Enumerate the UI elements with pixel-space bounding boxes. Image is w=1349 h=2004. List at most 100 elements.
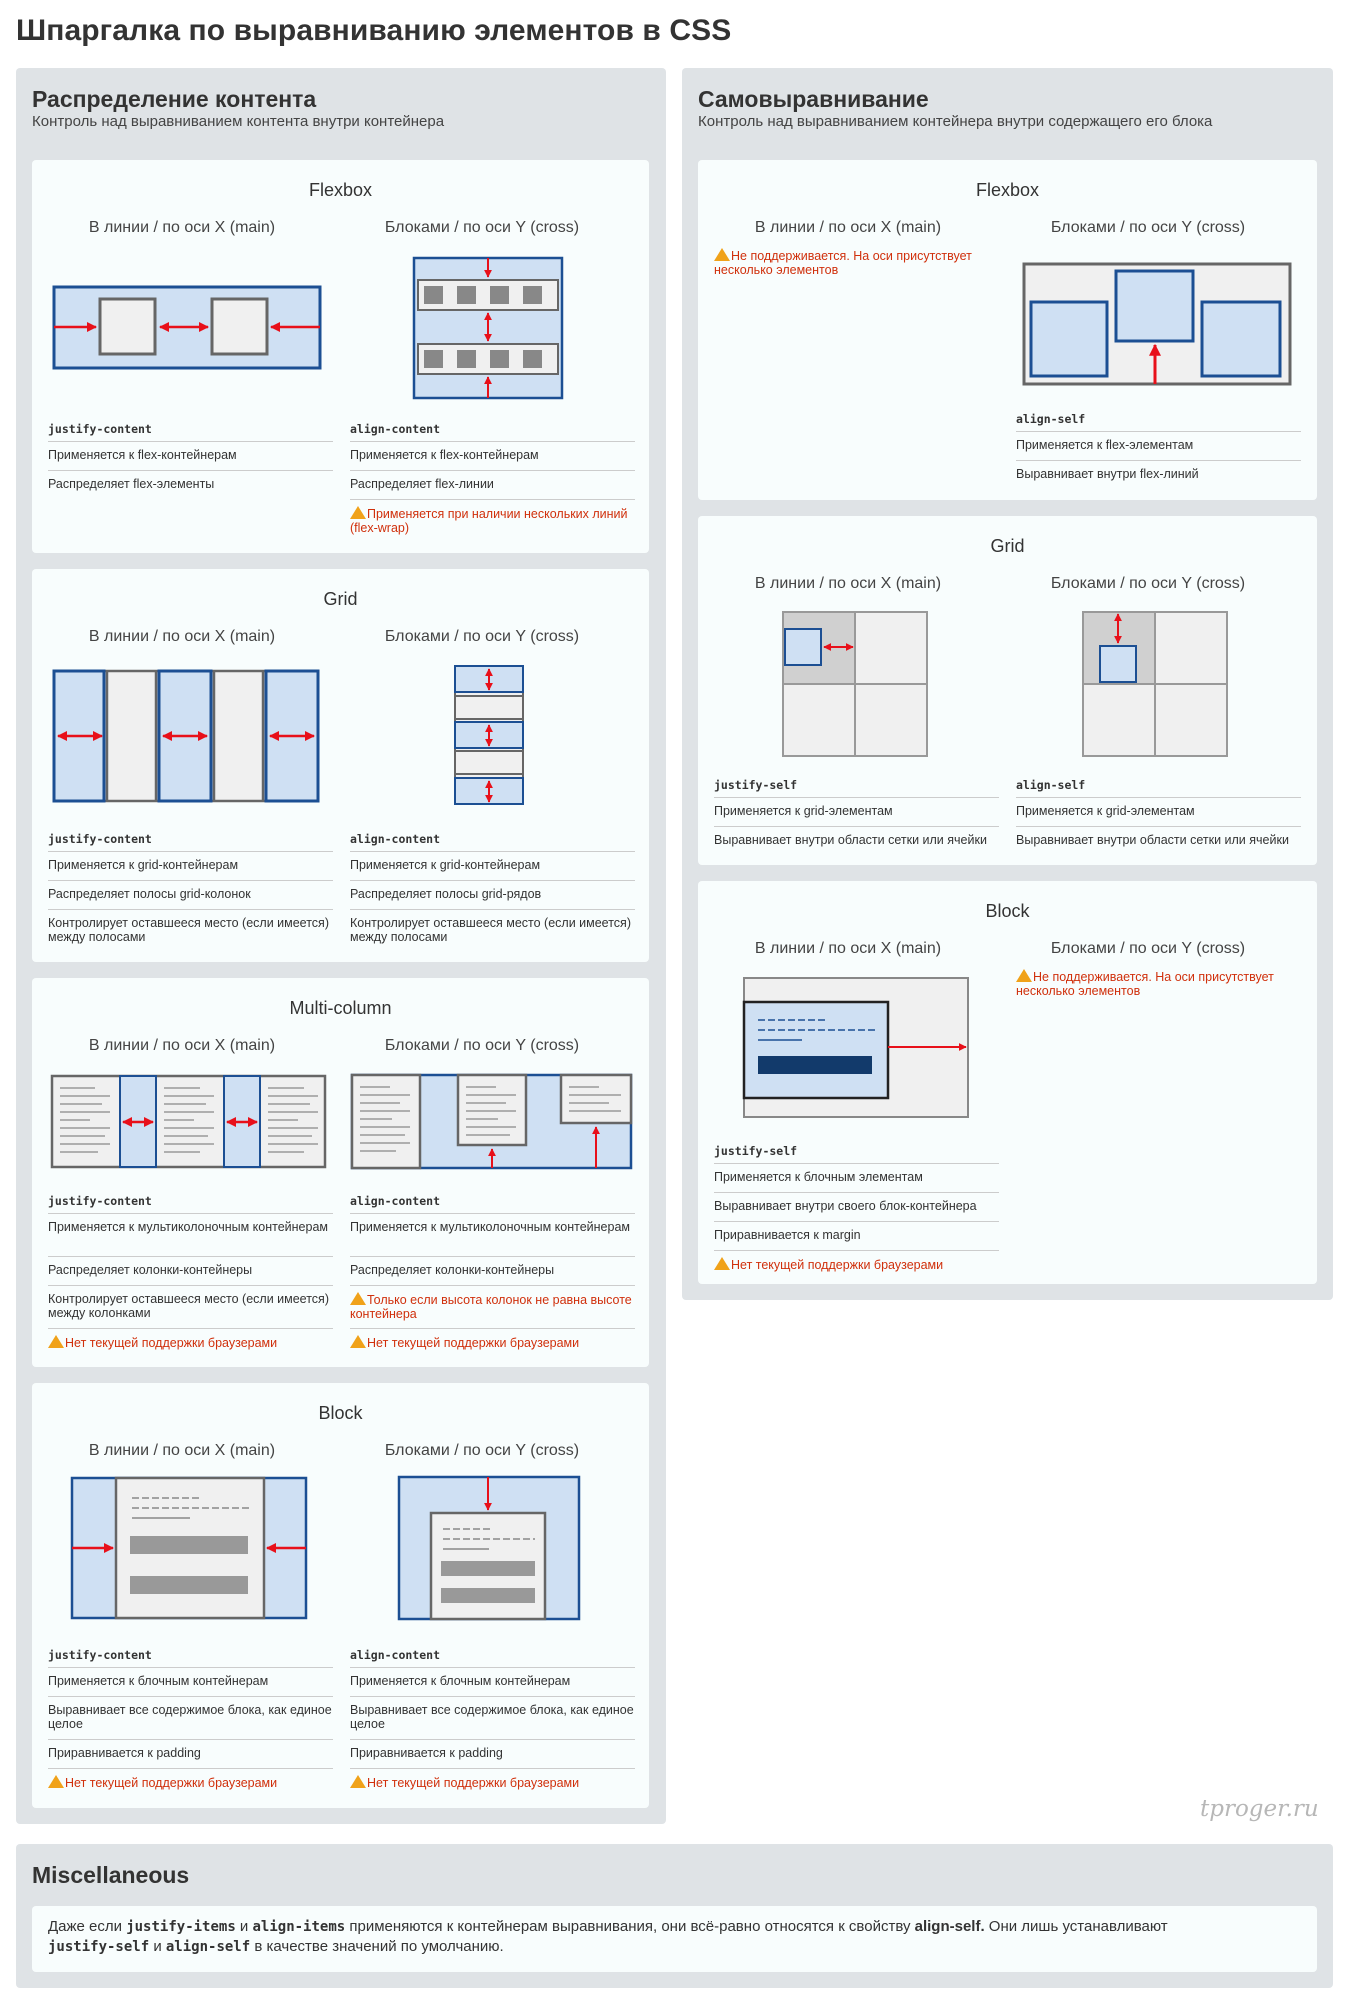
block-justify-content-diagram xyxy=(70,1476,308,1620)
self-grid-card: Grid В линии / по оси X (main) Блоками /… xyxy=(698,516,1317,865)
axis-cross-label: Блоками / по оси Y (cross) xyxy=(384,628,580,645)
warning-icon xyxy=(350,1335,366,1348)
warning-icon xyxy=(714,248,730,261)
property-name: justify-self xyxy=(714,1144,798,1158)
info-row: Распределяет полосы grid-колонок xyxy=(48,880,333,901)
warning-row: Не поддерживается. На оси присутствует н… xyxy=(1016,969,1274,998)
info-row: Приравнивается к padding xyxy=(48,1739,333,1760)
info-row: Применяется к flex-контейнерам xyxy=(48,441,333,462)
info-row: Применяется к grid-контейнерам xyxy=(48,851,333,872)
property-name: align-self xyxy=(1016,778,1086,792)
property-name: justify-content xyxy=(48,832,152,846)
card-title: Block xyxy=(318,1403,363,1423)
warning-icon xyxy=(714,1257,730,1270)
info-row: Распределяет flex-элементы xyxy=(48,470,333,491)
info-row: Применяется к grid-элементам xyxy=(1016,797,1301,818)
warning-row: Нет текущей поддержки браузерами xyxy=(48,1768,333,1790)
warning-row: Нет текущей поддержки браузерами xyxy=(714,1250,999,1272)
axis-main-label: В линии / по оси X (main) xyxy=(88,1037,276,1054)
property-name: justify-content xyxy=(48,1648,152,1662)
content-flexbox-card: Flexbox В линии / по оси X (main) Блокам… xyxy=(32,160,649,553)
card-title: Flexbox xyxy=(308,180,373,200)
axis-cross-label: Блоками / по оси Y (cross) xyxy=(384,219,580,236)
info-row: Применяется к блочным контейнерам xyxy=(48,1667,333,1688)
property-name: align-content xyxy=(350,832,441,846)
warning-row: Только если высота колонок не равна высо… xyxy=(350,1285,635,1321)
self-flexbox-card: Flexbox В линии / по оси X (main) Блокам… xyxy=(698,160,1317,500)
content-block-card: Block В линии / по оси X (main) Блоками … xyxy=(32,1383,649,1808)
grid-justify-content-diagram xyxy=(52,669,320,803)
warning-icon xyxy=(350,506,366,519)
info-row: Применяется к блочным элементам xyxy=(714,1163,999,1184)
block-align-content-diagram xyxy=(397,1475,581,1621)
warning-row: Применяется при наличии нескольких линий… xyxy=(350,499,635,535)
content-grid-card: Grid В линии / по оси X (main) Блоками /… xyxy=(32,569,649,962)
info-row: Применяется к grid-элементам xyxy=(714,797,999,818)
property-name: justify-self xyxy=(714,778,798,792)
axis-cross-label: Блоками / по оси Y (cross) xyxy=(1050,940,1246,957)
miscellaneous-title: Miscellaneous xyxy=(32,1862,190,1888)
info-row: Выравнивает внутри своего блок-контейнер… xyxy=(714,1192,999,1213)
card-title: Grid xyxy=(323,589,358,609)
card-title: Multi-column xyxy=(289,998,392,1018)
grid-align-self-diagram xyxy=(1082,611,1228,757)
miscellaneous-text: Даже если justify-items и align-items пр… xyxy=(48,1918,1168,1955)
info-row: Выравнивает все содержимое блока, как ед… xyxy=(350,1696,635,1731)
info-row: Контролирует оставшееся место (если имее… xyxy=(48,1285,333,1320)
card-title: Grid xyxy=(990,536,1025,556)
axis-cross-label: Блоками / по оси Y (cross) xyxy=(384,1442,580,1459)
info-row: Контролирует оставшееся место (если имее… xyxy=(350,909,635,944)
grid-justify-self-diagram xyxy=(782,611,928,757)
self-alignment-title: Самовыравнивание xyxy=(698,86,929,112)
content-distribution-subtitle: Контроль над выравниванием контента внут… xyxy=(32,113,445,130)
self-alignment-subtitle: Контроль над выравниванием контейнера вн… xyxy=(698,113,1213,130)
warning-icon xyxy=(48,1335,64,1348)
flex-align-self-diagram xyxy=(1022,262,1292,386)
info-row: Приравнивается к margin xyxy=(714,1221,999,1242)
property-name: align-content xyxy=(350,1194,441,1208)
info-row: Распределяет flex-линии xyxy=(350,470,635,491)
warning-row: Нет текущей поддержки браузерами xyxy=(48,1328,333,1350)
warning-row: Нет текущей поддержки браузерами xyxy=(350,1768,635,1790)
info-row: Распределяет полосы grid-рядов xyxy=(350,880,635,901)
block-justify-self-diagram xyxy=(742,977,969,1118)
property-name: justify-content xyxy=(48,1194,152,1208)
axis-main-label: В линии / по оси X (main) xyxy=(754,219,942,236)
info-row: Выравнивает внутри области сетки или яче… xyxy=(1016,826,1301,847)
axis-main-label: В линии / по оси X (main) xyxy=(88,219,276,236)
card-title: Flexbox xyxy=(975,180,1040,200)
info-row: Применяется к grid-контейнерам xyxy=(350,851,635,872)
self-block-card: Block В линии / по оси X (main) Блоками … xyxy=(698,881,1317,1284)
miscellaneous-card xyxy=(32,1906,1317,1972)
content-multicolumn-card: Multi-column В линии / по оси X (main) Б… xyxy=(32,978,649,1367)
info-row: Выравнивает все содержимое блока, как ед… xyxy=(48,1696,333,1731)
axis-cross-label: Блоками / по оси Y (cross) xyxy=(1050,575,1246,592)
info-row: Применяется к блочным контейнерам xyxy=(350,1667,635,1688)
warning-icon xyxy=(350,1775,366,1788)
flex-align-content-diagram xyxy=(412,256,564,400)
info-row: Применяется к flex-контейнерам xyxy=(350,441,635,462)
info-row: Распределяет колонки-контейнеры xyxy=(350,1256,635,1277)
property-name: justify-content xyxy=(48,422,152,436)
info-row: Применяется к мультиколоночным контейнер… xyxy=(350,1213,635,1234)
info-row: Выравнивает внутри области сетки или яче… xyxy=(714,826,999,847)
grid-align-content-diagram xyxy=(454,665,524,805)
property-name: align-self xyxy=(1016,412,1086,426)
axis-cross-label: Блоками / по оси Y (cross) xyxy=(1050,219,1246,236)
warning-icon xyxy=(350,1292,366,1305)
info-row: Применяется к flex-элементам xyxy=(1016,431,1301,452)
info-row: Контролирует оставшееся место (если имее… xyxy=(48,909,333,944)
warning-row: Не поддерживается. На оси присутствует н… xyxy=(714,248,972,277)
axis-cross-label: Блоками / по оси Y (cross) xyxy=(384,1037,580,1054)
axis-main-label: В линии / по оси X (main) xyxy=(754,575,942,592)
multicol-align-content-diagram xyxy=(350,1073,633,1170)
warning-row: Нет текущей поддержки браузерами xyxy=(350,1328,635,1350)
axis-main-label: В линии / по оси X (main) xyxy=(754,940,942,957)
page-title: Шпаргалка по выравниванию элементов в CS… xyxy=(16,14,732,47)
warning-icon xyxy=(48,1775,64,1788)
info-row: Распределяет колонки-контейнеры xyxy=(48,1256,333,1277)
flex-justify-content-diagram xyxy=(52,285,322,370)
property-name: align-content xyxy=(350,422,441,436)
axis-main-label: В линии / по оси X (main) xyxy=(88,628,276,645)
watermark-logo: tproger.ru xyxy=(1200,1796,1319,1822)
